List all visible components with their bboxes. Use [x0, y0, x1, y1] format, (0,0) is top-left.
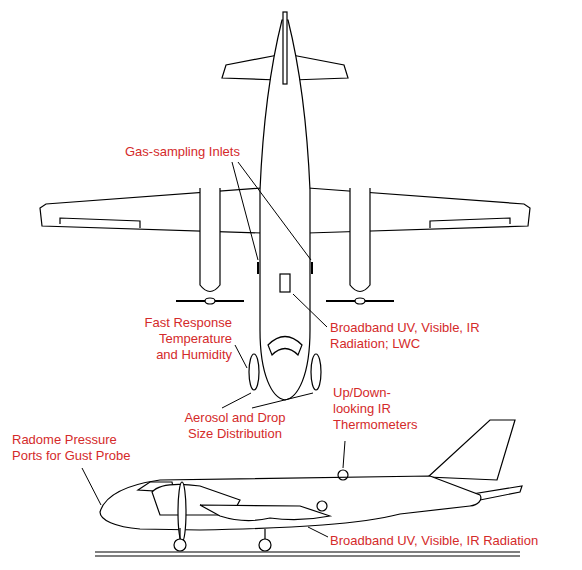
vertical-fin — [283, 12, 287, 84]
fuselage-side — [100, 476, 481, 530]
leader-line — [235, 345, 247, 368]
nose-probe — [249, 354, 259, 390]
ground-line — [95, 552, 520, 556]
callout-label: Gas-sampling Inlets — [125, 144, 265, 160]
callout-label: Up/Down-looking IR Thermometers — [333, 385, 418, 433]
spinner — [355, 298, 365, 304]
leader-line — [308, 527, 328, 537]
spinner — [205, 298, 215, 304]
left-nacelle — [200, 188, 220, 292]
windshield — [268, 337, 302, 356]
radiation-hatch — [280, 274, 290, 292]
right-nacelle — [350, 188, 370, 292]
callout-label: Broadband UV, Visible, IR Radiation — [330, 533, 575, 549]
callout-label: Radome Pressure Ports for Gust Probe — [12, 432, 144, 464]
right-wing — [308, 188, 530, 233]
callout-label: Broadband UV, Visible, IR Radiation; LWC — [330, 320, 480, 352]
leader-line — [252, 393, 313, 408]
leader-lines — [82, 162, 345, 537]
leader-line — [232, 162, 258, 260]
wheel — [259, 539, 271, 551]
wheel — [174, 539, 186, 551]
ir-thermometer-port — [338, 470, 348, 480]
wing-fairing — [200, 505, 330, 521]
callout-label: Fast Response Temperature and Humidity — [140, 315, 232, 363]
left-wing — [40, 188, 262, 233]
propeller-side — [178, 482, 186, 542]
leader-line — [293, 294, 327, 327]
callout-label: Aerosol and Drop Size Distribution — [175, 410, 295, 442]
leader-line — [238, 162, 311, 260]
leader-line — [222, 393, 251, 408]
top-view — [40, 12, 530, 400]
leader-line — [82, 468, 101, 505]
gear-struts — [180, 528, 265, 540]
tail-fin — [428, 420, 515, 480]
leader-line — [343, 441, 345, 468]
window — [317, 501, 327, 511]
nose-probe — [311, 354, 321, 390]
inlet-marks — [258, 262, 312, 274]
